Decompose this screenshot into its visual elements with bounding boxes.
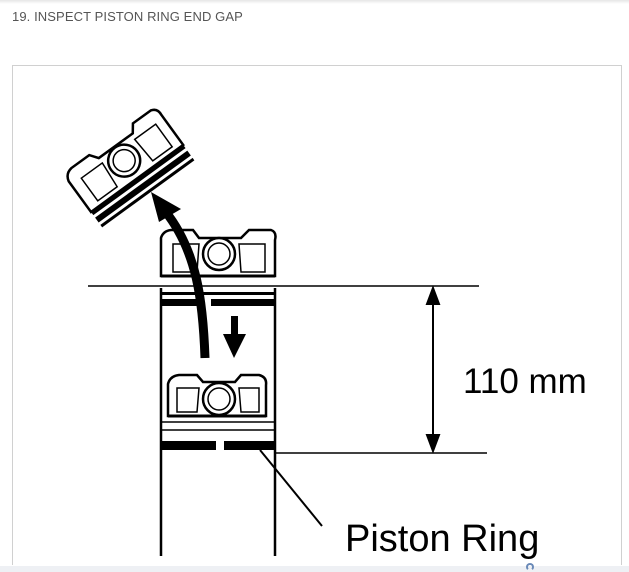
top-scroll-edge [0,0,629,4]
upper-ring-band [162,292,274,306]
leader-line [259,449,323,527]
dimension-label: 110 mm [463,362,587,401]
dimension-arrow [425,285,441,454]
piston-ring-diagram: 110 mm Piston Ring [66,108,587,560]
piston-ring [162,421,274,450]
scroll-indicator-icon [526,563,534,571]
bottom-edge [0,566,629,572]
piston-tilted [66,108,195,228]
cylinder-bore [159,288,277,556]
push-down-arrow-icon [223,316,246,358]
piston-top-lower [166,373,268,418]
piston-ring-label: Piston Ring [345,518,539,560]
diagram-frame: 110 mm Piston Ring [12,65,622,565]
step-title: 19. INSPECT PISTON RING END GAP [12,9,243,24]
lift-out-arrow-icon [151,192,210,359]
